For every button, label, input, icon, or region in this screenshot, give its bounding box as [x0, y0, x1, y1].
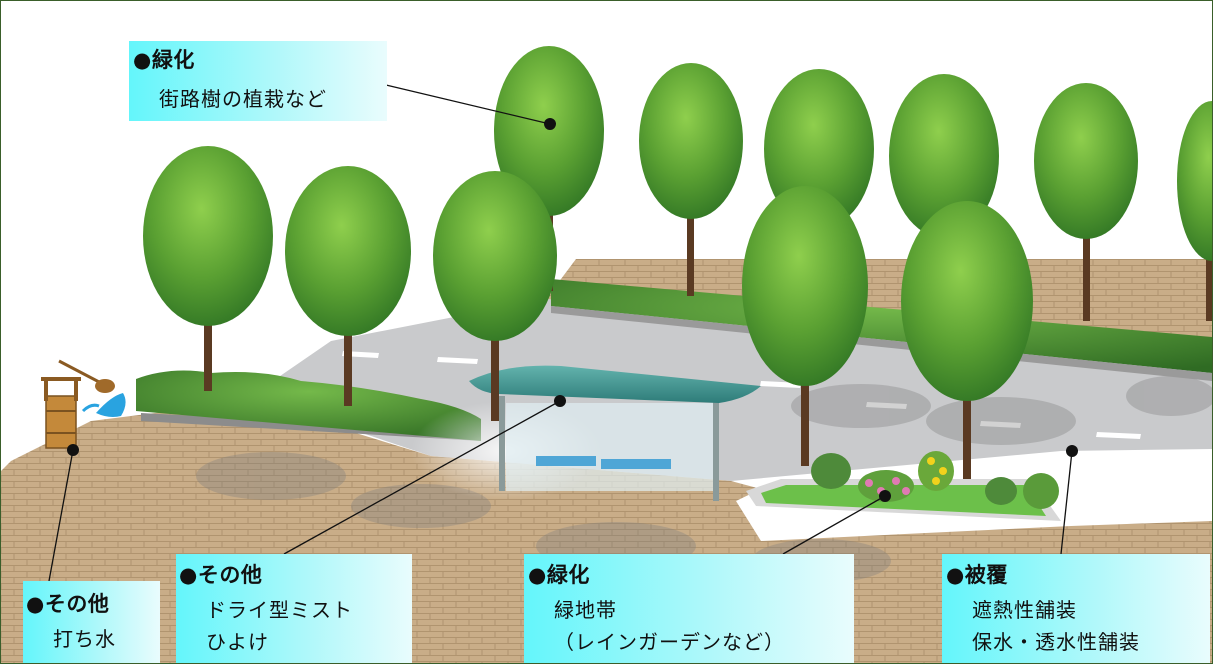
callout-greening-trees: ●緑化 街路樹の植栽など [129, 41, 387, 121]
callout-covering: ●被覆 遮熱性舗装 保水・透水性舗装 [942, 554, 1210, 663]
bus-shelter [469, 365, 761, 501]
callout-greening-belt: ●緑化 緑地帯 （レインガーデンなど） [524, 554, 854, 663]
back-row-trees [494, 46, 1212, 321]
curb [141, 413, 481, 441]
callout-line: 保水・透水性舗装 [972, 630, 1140, 654]
green-belt [746, 451, 1061, 521]
marker-covering [1066, 445, 1078, 457]
callout-line: 遮熱性舗装 [972, 598, 1077, 622]
callout-line: （レインガーデンなど） [554, 630, 785, 654]
callout-title: ●緑化 [528, 563, 590, 587]
callout-line: 緑地帯 [554, 598, 617, 622]
lane-markings [342, 351, 1141, 439]
callout-line: 街路樹の植栽など [159, 87, 327, 111]
callout-title: ●緑化 [133, 48, 195, 72]
front-hedge [136, 370, 481, 441]
marker-other-water [67, 444, 79, 456]
callout-title: ●その他 [179, 563, 263, 587]
callout-line: ひよけ [206, 630, 269, 654]
marker-greening-belt [879, 490, 891, 502]
well-and-ladle [41, 359, 126, 449]
callout-title: ●その他 [26, 592, 110, 616]
callout-line: 打ち水 [53, 627, 116, 651]
leader-greening-trees [385, 84, 551, 125]
back-hedge [551, 279, 1212, 381]
marker-other-mist [554, 395, 566, 407]
leader-other-water [48, 449, 74, 582]
callout-line: ドライ型ミスト [206, 598, 353, 622]
front-row-trees [143, 146, 1033, 506]
callout-title: ●被覆 [946, 563, 1008, 587]
marker-greening-trees [544, 118, 556, 130]
leader-covering [1060, 450, 1073, 555]
leader-other-mist [283, 400, 561, 555]
callout-other-mist: ●その他 ドライ型ミスト ひよけ [176, 554, 412, 663]
leader-greening-belt [782, 495, 886, 555]
callout-other-water: ●その他 打ち水 [23, 581, 160, 663]
